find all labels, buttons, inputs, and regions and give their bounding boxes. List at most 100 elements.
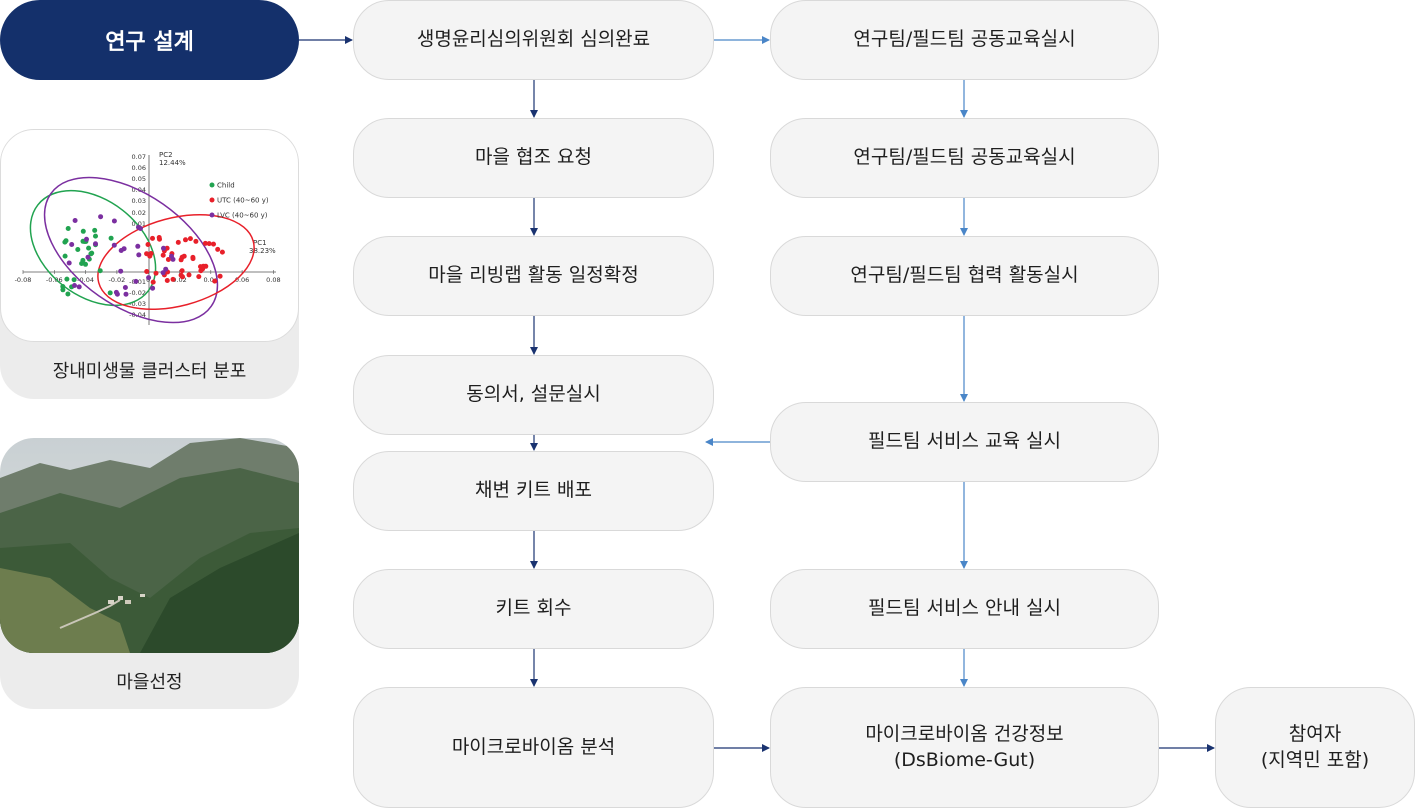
mountain-village-image: [0, 438, 299, 653]
child-point: [108, 235, 114, 241]
child-point: [93, 233, 98, 239]
lvc-point: [150, 285, 156, 291]
utc-point: [179, 268, 185, 274]
utc-point: [156, 235, 162, 240]
village-caption: 마을선정: [116, 672, 183, 693]
child-point: [79, 261, 85, 266]
y-tick-label: -0.03: [129, 300, 146, 308]
utc-point: [180, 274, 185, 280]
pc2-title: PC2: [159, 151, 173, 159]
lvc-point: [72, 218, 78, 223]
lvc-point: [85, 254, 91, 260]
pc2-pct: 12.44%: [159, 159, 186, 167]
lvc-point: [114, 291, 120, 297]
pca-scatter-plot: -0.08-0.06-0.04-0.0200.020.040.060.08 0.…: [15, 151, 281, 325]
child-point: [75, 247, 81, 252]
child-point: [80, 228, 86, 234]
utc-point: [160, 252, 166, 258]
step-field-service-guidance: 필드팀 서비스 안내 실시: [770, 569, 1159, 649]
y-tick-label: 0.02: [132, 209, 146, 217]
child-point: [97, 268, 103, 274]
utc-ellipse: [97, 213, 255, 311]
participants-subtitle: (지역민 포함): [1260, 748, 1370, 771]
x-tick-label: -0.08: [15, 276, 32, 284]
x-tick-label: 0.06: [235, 276, 249, 284]
step-joint-training-1-label: 연구팀/필드팀 공동교육실시: [853, 28, 1076, 51]
lvc-point: [66, 260, 72, 266]
lvc-point: [160, 270, 166, 276]
utc-point: [219, 249, 225, 255]
step-irb-approval: 생명윤리심의위원회 심의완료: [353, 0, 714, 80]
participants-title: 참여자: [1288, 722, 1342, 745]
x-tick-label: 0.04: [204, 276, 218, 284]
child-point: [60, 287, 66, 293]
x-tick-label: 0.08: [266, 276, 280, 284]
utc-point: [212, 278, 218, 284]
utc-point: [144, 251, 150, 257]
utc-point: [211, 241, 216, 247]
y-tick-label: 0.03: [132, 197, 146, 205]
child-point: [83, 261, 88, 267]
pc1-title: PC1: [253, 239, 267, 247]
child-point: [89, 250, 95, 256]
utc-point: [187, 236, 193, 242]
y-tick-label: -0.04: [129, 311, 146, 319]
utc-point: [186, 272, 192, 278]
child-point: [64, 276, 70, 282]
child-point: [63, 238, 69, 244]
utc-point: [217, 273, 223, 279]
x-tick-label: 0.02: [172, 276, 186, 284]
utc-point: [193, 238, 199, 244]
village-card: 마을선정: [0, 438, 299, 709]
lvc-point: [93, 241, 98, 247]
child-point: [65, 291, 71, 297]
utc-point: [150, 235, 155, 241]
lvc-point: [138, 226, 143, 231]
legend-lvc: LVC (40~60 y): [217, 212, 268, 220]
utc-point: [206, 241, 212, 247]
health-info-title: 마이크로바이옴 건강정보: [865, 722, 1064, 745]
child-point: [107, 290, 113, 296]
utc-point: [202, 240, 208, 246]
utc-point: [153, 270, 159, 276]
step-joint-training-2: 연구팀/필드팀 공동교육실시: [770, 118, 1159, 198]
step-field-service-training-label: 필드팀 서비스 교육 실시: [868, 430, 1061, 453]
step-livinglab-schedule: 마을 리빙랩 활동 일정확정: [353, 236, 714, 316]
cluster-card: -0.08-0.06-0.04-0.0200.020.040.060.08 0.…: [0, 129, 299, 399]
lvc-point: [118, 248, 124, 253]
lvc-point: [111, 218, 117, 224]
lvc-point: [146, 275, 152, 281]
lvc-ellipse: [43, 176, 219, 324]
scatter-points: [60, 214, 225, 297]
step-cooperative-activity-label: 연구팀/필드팀 협력 활동실시: [850, 264, 1079, 287]
legend-utc: UTC (40~60 y): [217, 197, 269, 205]
legend-child-dot: [209, 182, 215, 188]
lvc-point: [72, 283, 77, 288]
step-kit-collection-label: 키트 회수: [495, 597, 572, 620]
child-point: [86, 245, 92, 251]
step-health-info: 마이크로바이옴 건강정보 (DsBiome-Gut): [770, 687, 1159, 808]
y-tick-label: 0.06: [132, 164, 146, 172]
step-irb-approval-label: 생명윤리심의위원회 심의완료: [416, 28, 651, 51]
cluster-caption: 장내미생물 클러스터 분포: [52, 361, 247, 382]
step-village-request-label: 마을 협조 요청: [475, 146, 592, 169]
participants-box: 참여자 (지역민 포함): [1215, 687, 1415, 808]
child-point: [71, 277, 77, 283]
step-livinglab-schedule-label: 마을 리빙랩 활동 일정확정: [428, 264, 639, 287]
lvc-point: [133, 278, 139, 284]
child-point: [65, 226, 71, 231]
utc-point: [164, 278, 170, 283]
lvc-point: [163, 266, 169, 272]
lvc-point: [111, 242, 117, 248]
lvc-point: [169, 253, 174, 259]
step-kit-distribution: 채변 키트 배포: [353, 451, 714, 531]
y-tick-label: 0.05: [132, 175, 146, 183]
utc-point: [190, 256, 196, 262]
utc-point: [200, 263, 206, 269]
step-cooperative-activity: 연구팀/필드팀 협력 활동실시: [770, 236, 1159, 316]
lvc-point: [135, 243, 141, 249]
step-joint-training-2-label: 연구팀/필드팀 공동교육실시: [853, 146, 1076, 169]
utc-point: [150, 279, 156, 285]
step-kit-distribution-label: 채변 키트 배포: [475, 479, 592, 502]
